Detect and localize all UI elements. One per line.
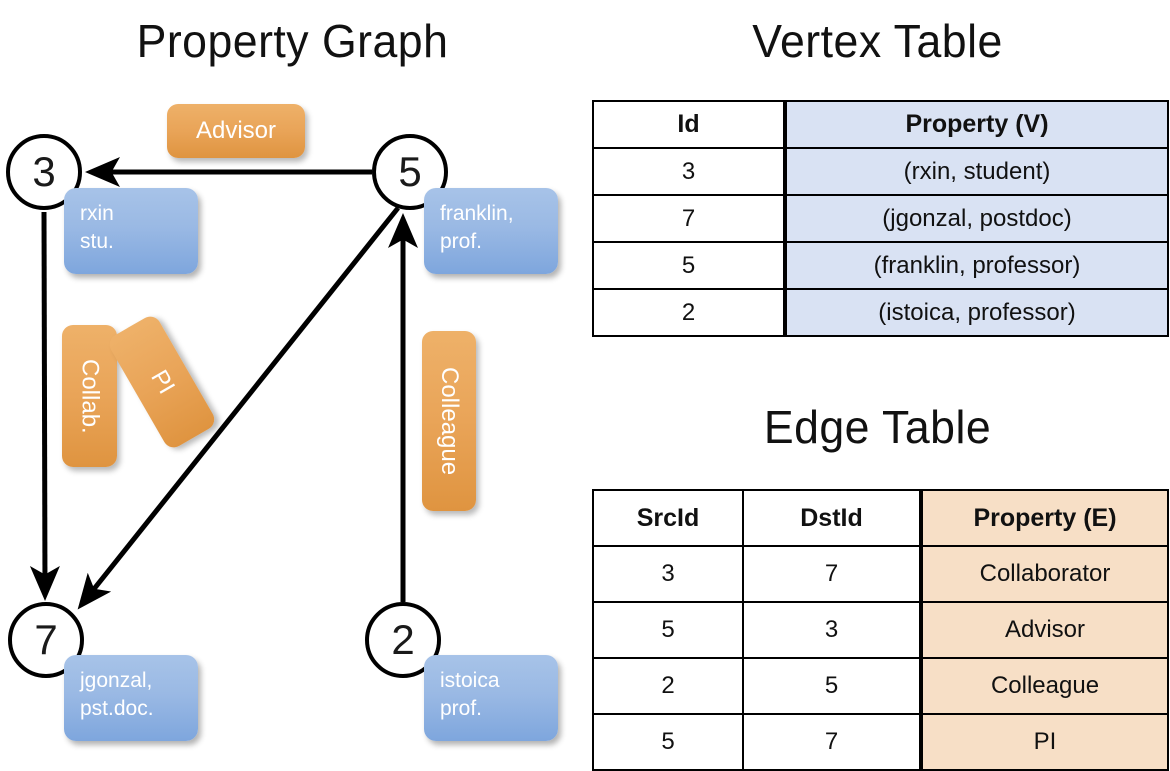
page-title-edge-table: Edge Table	[763, 401, 992, 453]
node-label: 2	[391, 616, 415, 663]
vertex-property-box-5: franklin, prof.	[424, 188, 558, 274]
edge-label-colleague: Colleague	[422, 331, 476, 511]
graph-edges-svg	[29, 157, 418, 610]
vertex-property-line: prof.	[440, 697, 483, 721]
vertex-table: Id Property (V) 3 (rxin, student) 7 (jgo…	[592, 100, 1169, 337]
column-header-srcid: SrcId	[592, 489, 744, 547]
table-row[interactable]: 3 (rxin, student)	[592, 147, 1169, 196]
edge-label-text: Collab.	[76, 358, 104, 434]
edge-3-to-7	[29, 211, 60, 601]
vertex-property-line: istoica	[440, 669, 500, 692]
cell-dstid: 7	[742, 713, 922, 771]
cell-srcid: 5	[592, 713, 744, 771]
column-header-property-v: Property (V)	[783, 100, 1169, 149]
cell-id: 5	[592, 241, 786, 290]
node-label: 7	[34, 616, 58, 663]
cell-dstid: 5	[742, 657, 922, 715]
column-header-property-e: Property (E)	[919, 489, 1169, 547]
cell-property: (jgonzal, postdoc)	[783, 194, 1169, 243]
table-row[interactable]: 5 7 PI	[592, 713, 1169, 771]
vertex-property-line: jgonzal,	[80, 669, 153, 692]
cell-dstid: 3	[742, 601, 922, 659]
edge-label-advisor: Advisor	[167, 104, 305, 158]
cell-id: 2	[592, 288, 786, 337]
page-title-vertex-table: Vertex Table	[752, 15, 1003, 67]
vertex-property-line: rxin	[80, 202, 114, 225]
vertex-property-box-3: rxin stu.	[64, 188, 198, 274]
cell-property: Advisor	[919, 601, 1169, 659]
edge-label-text: PI	[145, 365, 180, 399]
vertex-property-box-2: istoica prof.	[424, 655, 558, 741]
table-header-row: SrcId DstId Property (E)	[592, 489, 1169, 547]
node-label: 3	[32, 148, 56, 195]
vertex-property-line: pst.doc.	[80, 697, 154, 721]
cell-dstid: 7	[742, 545, 922, 603]
property-graph-diagram: 3 5 7 2 rxin stu. franklin, prof. jgonza…	[0, 0, 585, 760]
table-row[interactable]: 5 3 Advisor	[592, 601, 1169, 659]
cell-property: Colleague	[919, 657, 1169, 715]
column-header-dstid: DstId	[742, 489, 922, 547]
table-row[interactable]: 2 (istoica, professor)	[592, 288, 1169, 337]
cell-property: Collaborator	[919, 545, 1169, 603]
page-title-property-graph: Property Graph	[136, 15, 449, 67]
cell-property: (franklin, professor)	[783, 241, 1169, 290]
column-header-id: Id	[592, 100, 786, 149]
cell-id: 3	[592, 147, 786, 196]
vertex-property-line: franklin,	[440, 202, 514, 225]
graph-node-2[interactable]: 2	[365, 602, 441, 678]
cell-srcid: 2	[592, 657, 744, 715]
vertex-property-box-7: jgonzal, pst.doc.	[64, 655, 198, 741]
edge-table: SrcId DstId Property (E) 3 7 Collaborato…	[592, 489, 1169, 771]
cell-id: 7	[592, 194, 786, 243]
table-row[interactable]: 2 5 Colleague	[592, 657, 1169, 715]
graph-node-5[interactable]: 5	[372, 134, 448, 210]
edge-label-collab: Collab.	[62, 325, 117, 467]
table-row[interactable]: 7 (jgonzal, postdoc)	[592, 194, 1169, 243]
cell-property: (rxin, student)	[783, 147, 1169, 196]
node-label: 5	[398, 148, 422, 195]
cell-srcid: 3	[592, 545, 744, 603]
cell-srcid: 5	[592, 601, 744, 659]
edge-5-to-7	[77, 206, 400, 610]
vertex-property-line: stu.	[80, 230, 114, 254]
table-header-row: Id Property (V)	[592, 100, 1169, 149]
edge-label-text: Colleague	[436, 366, 463, 476]
table-row[interactable]: 3 7 Collaborator	[592, 545, 1169, 603]
edge-label-text: Advisor	[195, 117, 277, 144]
table-row[interactable]: 5 (franklin, professor)	[592, 241, 1169, 290]
cell-property: PI	[919, 713, 1169, 771]
vertex-property-line: prof.	[440, 230, 483, 254]
cell-property: (istoica, professor)	[783, 288, 1169, 337]
